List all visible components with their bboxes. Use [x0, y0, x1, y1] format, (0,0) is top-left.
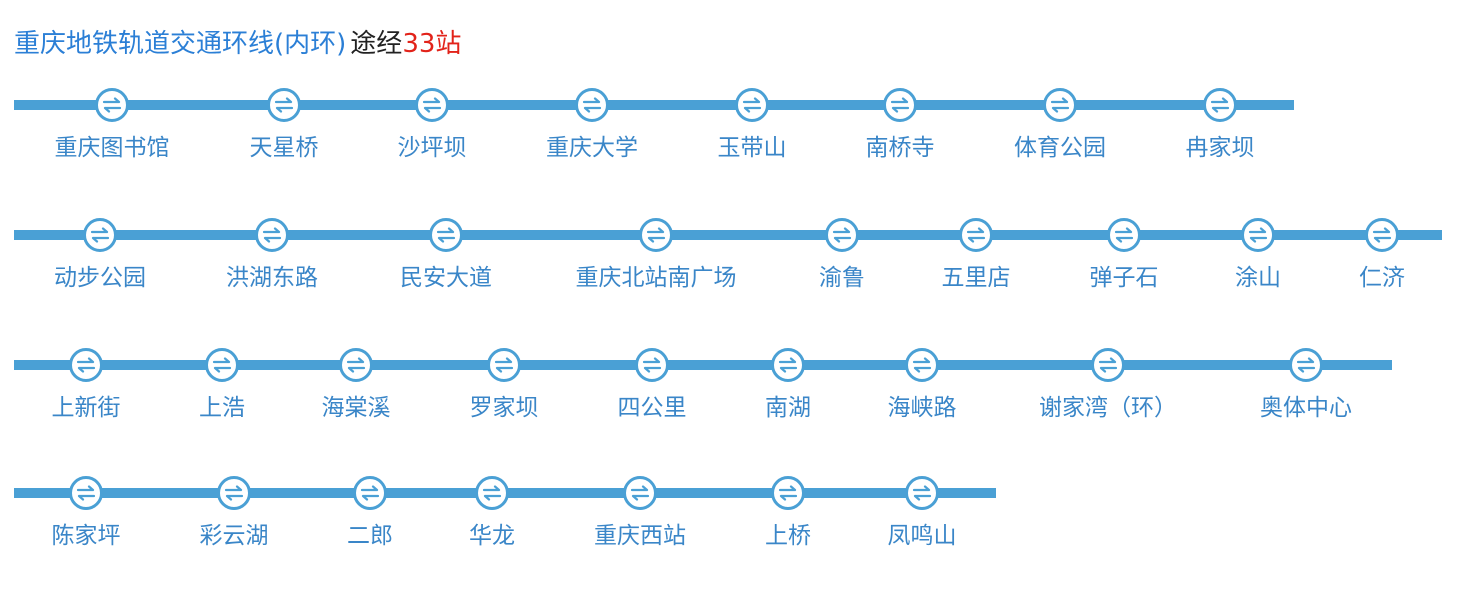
transfer-icon: [1241, 218, 1275, 252]
station-name[interactable]: 涂山: [1235, 265, 1281, 291]
transfer-icon: [353, 476, 387, 510]
station-name[interactable]: 海棠溪: [321, 395, 391, 421]
station-name[interactable]: 彩云湖: [199, 523, 269, 549]
transfer-icon: [339, 348, 373, 382]
transfer-icon: [1043, 88, 1077, 122]
station-name[interactable]: 上新街: [51, 395, 121, 421]
station-name[interactable]: 体育公园: [1014, 135, 1106, 161]
transfer-icon: [429, 218, 463, 252]
via-label: 途经: [350, 29, 403, 59]
station-name[interactable]: 南湖: [765, 395, 811, 421]
transfer-icon: [1203, 88, 1237, 122]
transfer-icon: [635, 348, 669, 382]
route-header: 重庆地铁轨道交通环线(内环)途经33站: [14, 24, 461, 64]
transfer-icon: [267, 88, 301, 122]
station-name[interactable]: 天星桥: [249, 135, 319, 161]
transfer-icon: [1365, 218, 1399, 252]
transfer-icon: [905, 476, 939, 510]
transfer-icon: [83, 218, 117, 252]
station-name[interactable]: 重庆西站: [594, 523, 686, 549]
transfer-icon: [575, 88, 609, 122]
station-name[interactable]: 四公里: [617, 395, 687, 421]
station-name[interactable]: 华龙: [469, 523, 515, 549]
station-row-1: 重庆图书馆 天星桥 沙坪坝 重庆大学 玉带山 南桥寺 体育公园 冉家坝: [0, 88, 1476, 195]
transfer-icon: [415, 88, 449, 122]
station-name[interactable]: 渝鲁: [819, 265, 865, 291]
station-row-2: 动步公园 洪湖东路 民安大道 重庆北站南广场 渝鲁 五里店 弹子石 涂山 仁济: [0, 218, 1476, 325]
station-name[interactable]: 冉家坝: [1185, 135, 1255, 161]
station-name[interactable]: 洪湖东路: [226, 265, 318, 291]
station-name[interactable]: 陈家坪: [51, 523, 121, 549]
transfer-icon: [639, 218, 673, 252]
line-name[interactable]: 重庆地铁轨道交通环线(内环): [14, 29, 347, 59]
station-name[interactable]: 上桥: [765, 523, 811, 549]
transfer-icon: [1107, 218, 1141, 252]
line-track: [14, 100, 1294, 110]
station-name[interactable]: 重庆大学: [546, 135, 638, 161]
station-name[interactable]: 南桥寺: [865, 135, 935, 161]
station-name[interactable]: 重庆北站南广场: [575, 265, 737, 291]
transfer-icon: [255, 218, 289, 252]
transfer-icon: [1091, 348, 1125, 382]
transfer-icon: [69, 348, 103, 382]
station-name[interactable]: 动步公园: [54, 265, 146, 291]
transfer-icon: [623, 476, 657, 510]
transfer-icon: [205, 348, 239, 382]
transfer-icon: [95, 88, 129, 122]
station-name[interactable]: 谢家湾（环）: [1039, 395, 1177, 421]
station-row-4: 陈家坪 彩云湖 二郎 华龙 重庆西站 上桥 凤鸣山: [0, 476, 1476, 583]
line-track: [14, 230, 1442, 240]
station-name[interactable]: 玉带山: [717, 135, 787, 161]
transfer-icon: [1289, 348, 1323, 382]
station-name[interactable]: 二郎: [347, 523, 393, 549]
station-name[interactable]: 弹子石: [1089, 265, 1159, 291]
transfer-icon: [217, 476, 251, 510]
station-name[interactable]: 沙坪坝: [397, 135, 467, 161]
station-name[interactable]: 民安大道: [400, 265, 492, 291]
station-name[interactable]: 海峡路: [887, 395, 957, 421]
station-name[interactable]: 罗家坝: [469, 395, 539, 421]
transfer-icon: [487, 348, 521, 382]
station-name[interactable]: 奥体中心: [1260, 395, 1352, 421]
transfer-icon: [825, 218, 859, 252]
transfer-icon: [959, 218, 993, 252]
transfer-icon: [905, 348, 939, 382]
transfer-icon: [735, 88, 769, 122]
transfer-icon: [883, 88, 917, 122]
station-name[interactable]: 仁济: [1359, 265, 1405, 291]
station-row-3: 上新街 上浩 海棠溪 罗家坝 四公里 南湖 海峡路 谢家湾（环） 奥体中心: [0, 348, 1476, 455]
station-name[interactable]: 凤鸣山: [887, 523, 957, 549]
transfer-icon: [771, 476, 805, 510]
station-count: 33站: [402, 29, 462, 59]
transfer-icon: [771, 348, 805, 382]
station-name[interactable]: 五里店: [941, 265, 1011, 291]
line-track: [14, 360, 1392, 370]
transfer-icon: [475, 476, 509, 510]
station-name[interactable]: 重庆图书馆: [54, 135, 170, 161]
transfer-icon: [69, 476, 103, 510]
station-name[interactable]: 上浩: [199, 395, 245, 421]
